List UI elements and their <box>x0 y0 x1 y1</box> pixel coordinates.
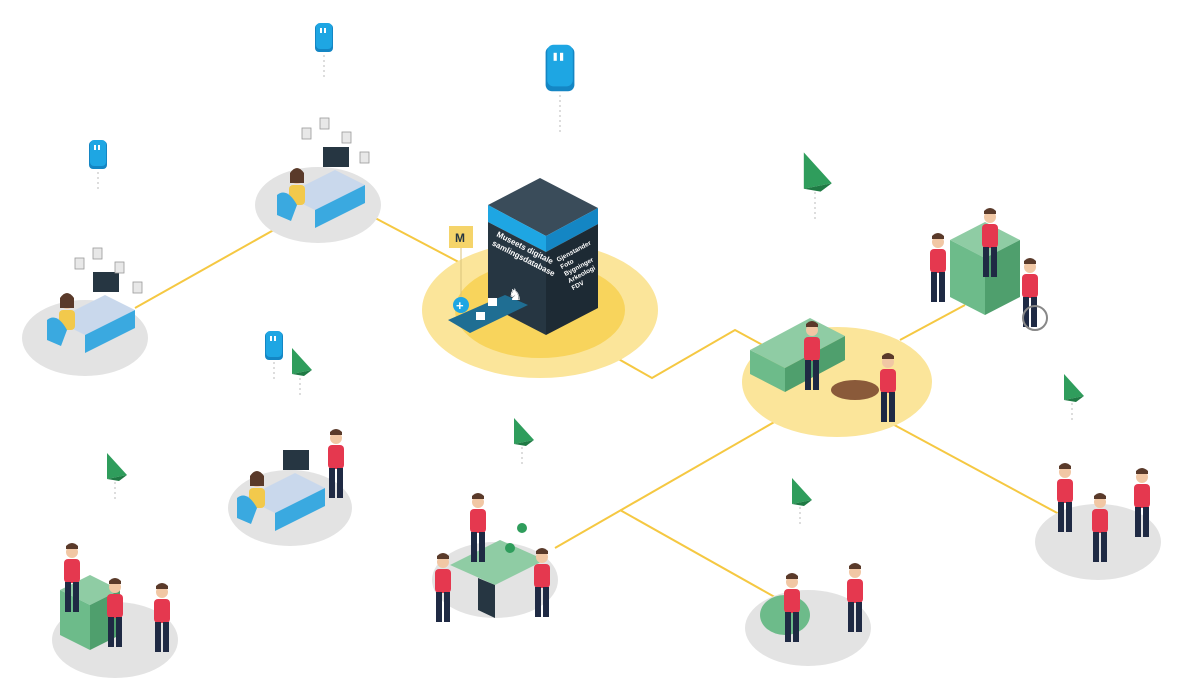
connector-line <box>884 419 1086 529</box>
green-pin-icon <box>792 478 812 506</box>
green-pin-icon <box>292 348 312 376</box>
blue-pin-icon <box>545 44 575 92</box>
image-icon <box>488 298 497 306</box>
blue-pin-icon <box>315 23 333 52</box>
interactive-table <box>450 540 545 618</box>
person-with-tablet <box>930 233 946 302</box>
green-pin-icon <box>107 453 127 481</box>
person-table-left <box>435 553 451 622</box>
person-table-right <box>534 548 550 617</box>
pin-dotted-stems <box>97 55 1073 527</box>
add-icon-glyph: + <box>456 298 464 313</box>
blue-pin-icon <box>89 140 107 169</box>
add-icon[interactable] <box>453 297 469 313</box>
blue-pin-icon <box>265 331 283 360</box>
green-pin-icon <box>1064 374 1084 402</box>
document-icons <box>74 117 370 294</box>
connector-line <box>619 509 781 601</box>
green-pin-icon <box>803 152 832 192</box>
connector-line <box>359 209 471 269</box>
museum-icon: M <box>455 231 465 245</box>
server-tray <box>448 295 528 333</box>
collection-database-server[interactable]: Museets digitale samlingsdatabase Gjenst… <box>448 178 608 335</box>
connector-line <box>899 304 966 341</box>
wheelchair-wheel <box>1022 305 1048 331</box>
museum-badge <box>449 226 473 248</box>
round-table <box>831 380 879 400</box>
rocking-horse-icon: ♞ <box>508 287 522 304</box>
green-pin-icon <box>514 418 534 446</box>
person-wheelchair <box>1022 258 1038 327</box>
book-icon <box>476 312 485 320</box>
connector-line <box>134 217 296 309</box>
